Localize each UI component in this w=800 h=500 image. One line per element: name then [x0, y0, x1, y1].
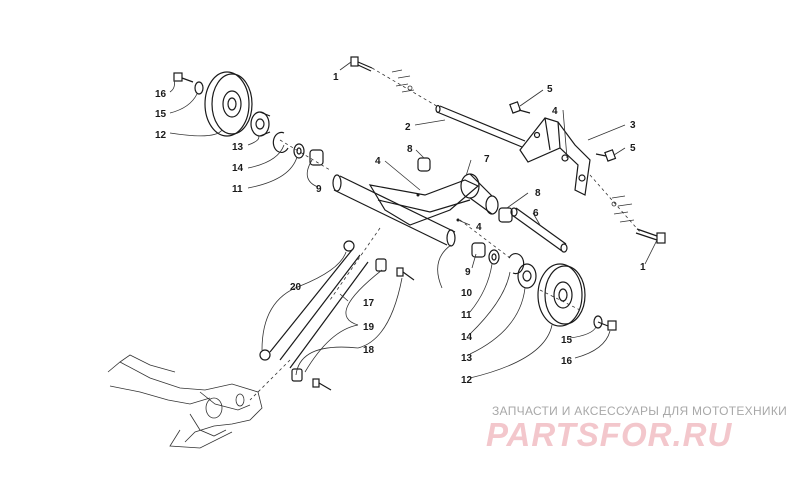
callout-10: 10 — [461, 288, 473, 299]
link-bushing-lower — [291, 368, 332, 391]
callout-12-right: 12 — [461, 375, 473, 386]
callout-16-left: 16 — [155, 89, 167, 100]
leader-lines — [169, 61, 658, 401]
callout-19: 19 — [363, 322, 375, 333]
callout-9-left: 9 — [316, 184, 322, 195]
callout-13-right: 13 — [461, 353, 473, 364]
rear-frame — [107, 354, 263, 449]
bushing-9-right — [471, 242, 486, 258]
callout-7: 7 — [484, 154, 490, 165]
callout-17: 17 — [363, 298, 375, 309]
callout-14-left: 14 — [232, 163, 244, 174]
callout-3: 3 — [630, 120, 636, 131]
callout-18: 18 — [363, 345, 375, 356]
callout-11-right: 11 — [461, 310, 472, 321]
washer-15-left — [194, 81, 204, 95]
snap-ring-right — [508, 252, 525, 275]
callout-13-left: 13 — [232, 142, 244, 153]
washer-15-right — [593, 315, 603, 329]
bolt-5-left — [509, 101, 531, 114]
callout-15-left: 15 — [155, 109, 167, 120]
link-bushing-upper — [375, 258, 415, 281]
callout-6: 6 — [533, 208, 539, 219]
shock-link — [259, 240, 369, 369]
callout-9-right: 9 — [465, 267, 471, 278]
washer-11-right — [488, 249, 500, 265]
idler-wheel-right — [537, 263, 586, 327]
callout-8-upper: 8 — [407, 144, 413, 155]
spacer-8-lower — [498, 207, 513, 223]
callout-4-arm: 4 — [375, 156, 381, 167]
shaft-lower — [510, 207, 568, 253]
callout-16-right: 16 — [561, 356, 573, 367]
frame-hatch-top — [391, 69, 415, 93]
bearing-left — [250, 111, 271, 137]
washer-11-left — [293, 143, 305, 159]
spacer-8-upper — [417, 157, 431, 172]
callout-labels: 1 2 3 4 5 5 4 6 7 8 8 9 9 10 11 11 12 12… — [155, 72, 646, 386]
callout-12-left: 12 — [155, 130, 167, 141]
bolt-5-right — [595, 149, 617, 162]
bracket — [519, 117, 591, 196]
callout-4-lower: 4 — [476, 222, 482, 233]
callout-1-top: 1 — [333, 72, 339, 83]
bolt-top — [350, 56, 373, 72]
callout-5-upper: 5 — [547, 84, 553, 95]
callout-20: 20 — [290, 282, 302, 293]
bushing-9-left — [309, 149, 324, 166]
shaft-upper — [435, 104, 526, 148]
callout-4-bracket: 4 — [552, 106, 558, 117]
snap-ring-left — [272, 131, 289, 154]
bolt-16-left — [173, 72, 194, 83]
callout-1-bottom: 1 — [640, 262, 646, 273]
idler-wheel-left — [204, 71, 253, 137]
callout-8-lower: 8 — [535, 188, 541, 199]
callout-14-right: 14 — [461, 332, 473, 343]
callout-15-right: 15 — [561, 335, 573, 346]
frame-hatch-right — [611, 195, 635, 223]
bearing-right — [517, 263, 537, 289]
bolt-bottom-right — [635, 228, 666, 244]
bolt-16-right — [597, 320, 617, 331]
callout-5-right: 5 — [630, 143, 636, 154]
watermark-brand: PARTSFOR.RU — [486, 416, 733, 453]
swing-arm — [332, 173, 499, 247]
watermark-subtitle: ЗАПЧАСТИ И АКСЕССУАРЫ ДЛЯ МОТОТЕХНИКИ — [492, 404, 788, 418]
callout-11-left: 11 — [232, 184, 243, 195]
callout-2: 2 — [405, 122, 411, 133]
